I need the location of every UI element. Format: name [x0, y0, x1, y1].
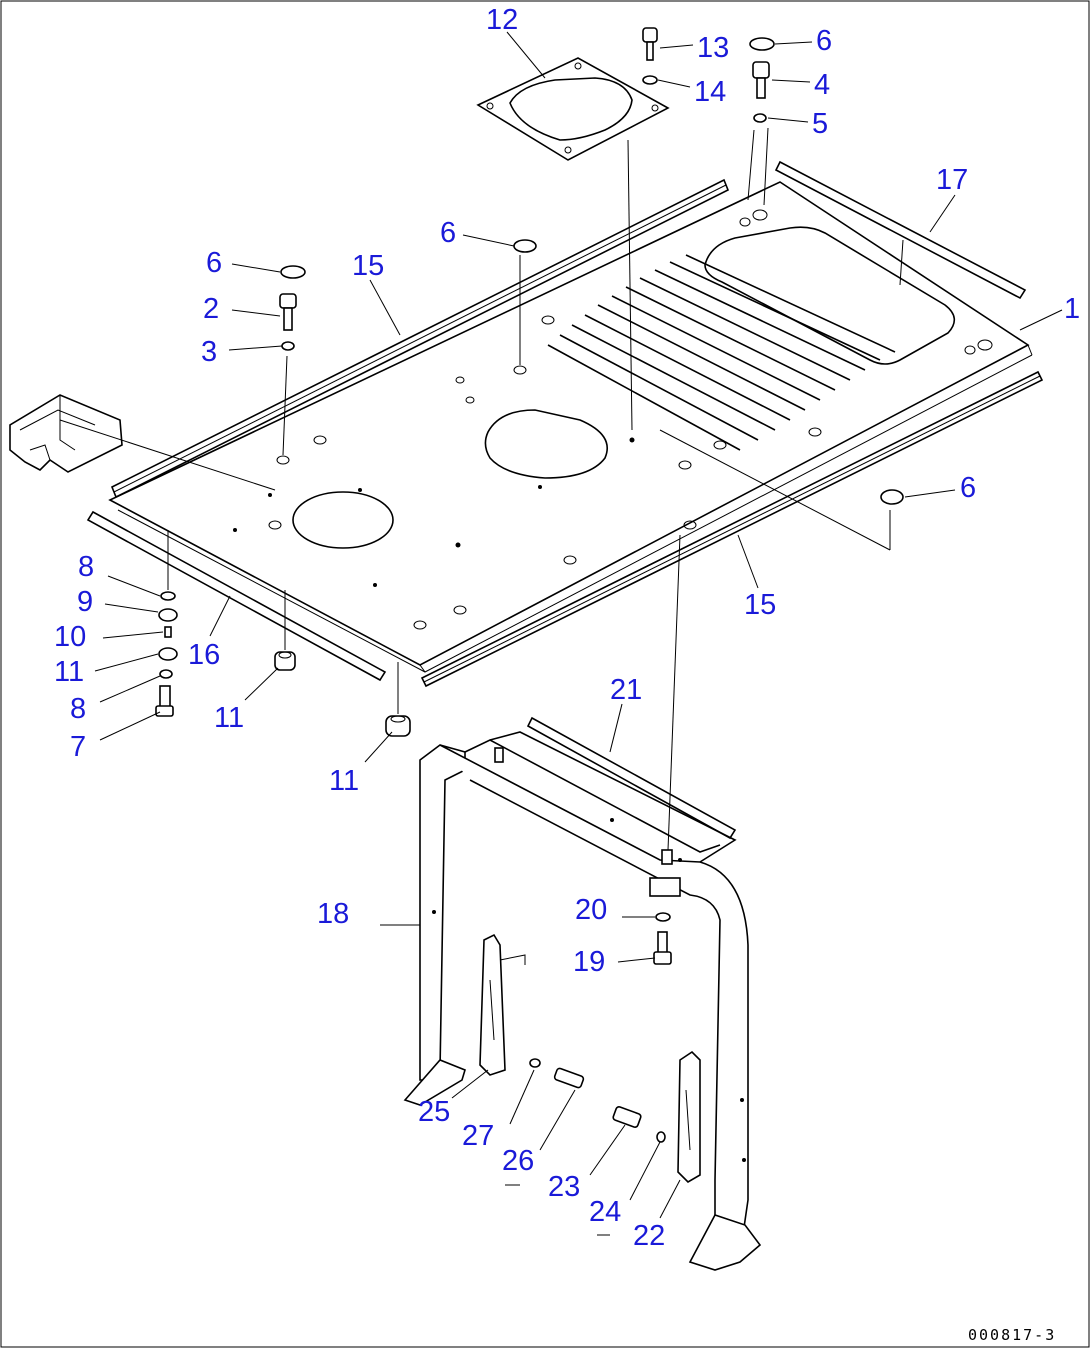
- rear-frame: [403, 731, 762, 1271]
- callout-13: 13: [697, 32, 729, 64]
- callout-3: 3: [201, 336, 217, 368]
- mount-11a: [158, 647, 178, 661]
- callout-leaders: [94, 31, 1063, 1236]
- cover-plate-12: [476, 57, 670, 161]
- mount-11c: [385, 715, 411, 737]
- assembly-lines: [59, 127, 904, 851]
- callout-8: 8: [70, 693, 86, 725]
- callout-17: 17: [936, 164, 968, 196]
- bracket-22: [677, 1050, 701, 1184]
- spacer-10: [164, 626, 172, 638]
- cap-6d: [880, 489, 904, 505]
- callout-18: 18: [317, 898, 349, 930]
- callout-16: 16: [188, 639, 220, 671]
- bolt-2: [279, 293, 297, 331]
- washer-8a: [160, 591, 176, 601]
- vent-slots: [547, 254, 896, 451]
- callout-11: 11: [214, 702, 244, 734]
- callout-11: 11: [54, 656, 84, 688]
- callout-14: 14: [694, 76, 726, 108]
- callout-6: 6: [440, 217, 456, 249]
- bolt-19: [653, 931, 672, 965]
- callout-20: 20: [575, 894, 607, 926]
- callout-6: 6: [206, 247, 222, 279]
- callout-26: 26: [502, 1145, 534, 1177]
- pin-26: [553, 1067, 585, 1089]
- callout-23: 23: [548, 1171, 580, 1203]
- washer-14: [642, 75, 658, 85]
- callout-12: 12: [486, 4, 518, 36]
- washer-27: [529, 1058, 541, 1068]
- callout-24: 24: [589, 1196, 621, 1228]
- washer-9: [158, 608, 178, 622]
- callout-25: 25: [418, 1096, 450, 1128]
- callout-6: 6: [960, 472, 976, 504]
- bolt-7: [155, 685, 174, 717]
- washer-5: [753, 113, 767, 123]
- cap-6b: [513, 239, 537, 253]
- callout-1: 1: [1064, 293, 1080, 325]
- floor-plate: [108, 181, 1033, 673]
- bolt-4: [752, 61, 770, 99]
- callout-8: 8: [78, 551, 94, 583]
- callout-10: 10: [54, 621, 86, 653]
- washer-24: [656, 1131, 666, 1143]
- callout-22: 22: [633, 1220, 665, 1252]
- mount-11b: [274, 651, 296, 671]
- callout-15: 15: [352, 250, 384, 282]
- bolt-holes: [233, 209, 993, 630]
- side-rail-right: [420, 370, 1044, 688]
- washer-3: [281, 341, 295, 351]
- callout-7: 7: [70, 731, 86, 763]
- washer-8b: [159, 669, 173, 679]
- rail-17: [774, 160, 1027, 300]
- drawing-code: 000817-3: [968, 1326, 1056, 1344]
- callout-5: 5: [812, 108, 828, 140]
- washer-20: [655, 912, 671, 922]
- pin-23: [612, 1106, 642, 1128]
- bolt-13: [642, 27, 658, 61]
- callout-6: 6: [816, 25, 832, 57]
- callout-15: 15: [744, 589, 776, 621]
- callout-19: 19: [573, 946, 605, 978]
- callout-2: 2: [203, 293, 219, 325]
- cap-6c: [280, 265, 306, 279]
- callout-labels: 12 13 6 14 4 5 17 6 6 15 1 2 3 6 15 8 9 …: [54, 4, 1080, 1252]
- side-bracket: [9, 394, 123, 473]
- callout-11: 11: [329, 765, 359, 797]
- cap-6a: [749, 37, 775, 51]
- bracket-25: [479, 933, 526, 1076]
- callout-21: 21: [610, 674, 642, 706]
- callout-4: 4: [814, 69, 830, 101]
- rail-16: [86, 510, 387, 682]
- callout-27: 27: [462, 1120, 494, 1152]
- callout-9: 9: [77, 586, 93, 618]
